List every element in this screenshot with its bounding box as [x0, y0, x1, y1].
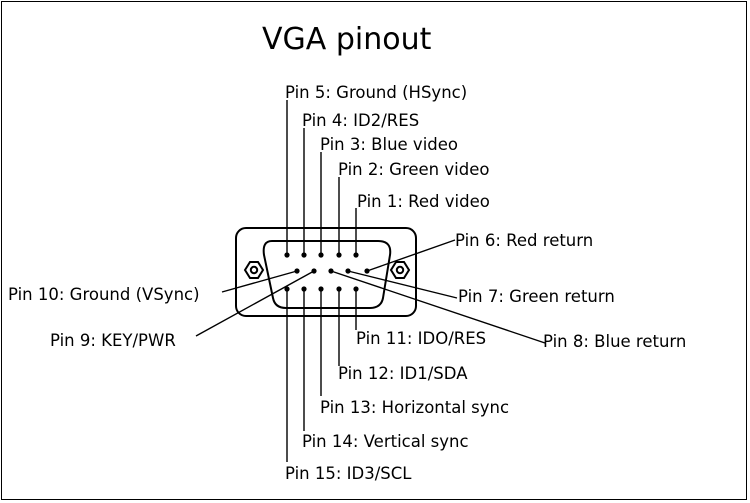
leader-pin8 — [330, 270, 546, 344]
label-pin12: Pin 12: ID1/SDA — [338, 364, 468, 383]
label-pin5: Pin 5: Ground (HSync) — [285, 83, 467, 102]
connector-d-sub-shroud — [262, 240, 392, 309]
label-pin11: Pin 11: IDO/RES — [356, 329, 486, 348]
label-pin6: Pin 6: Red return — [455, 231, 593, 250]
pin-dot-13 — [318, 286, 324, 292]
pin-dot-14 — [301, 286, 307, 292]
leader-pin9 — [195, 270, 315, 337]
pin-dot-11 — [353, 286, 359, 292]
label-pin1: Pin 1: Red video — [357, 192, 490, 211]
label-pin13: Pin 13: Horizontal sync — [320, 398, 509, 417]
label-pin15: Pin 15: ID3/SCL — [285, 464, 412, 483]
vga-connector — [235, 227, 417, 317]
pin-dot-4 — [301, 252, 307, 258]
pin-dot-5 — [284, 252, 290, 258]
right-screw-icon — [389, 261, 411, 279]
pin-dot-1 — [353, 252, 359, 258]
left-screw-icon — [243, 261, 265, 279]
leader-pin7 — [347, 270, 458, 299]
label-pin14: Pin 14: Vertical sync — [302, 432, 469, 451]
label-pin8: Pin 8: Blue return — [543, 332, 686, 351]
pin-dots — [284, 252, 370, 292]
pin-dot-7 — [345, 268, 351, 274]
label-pin2: Pin 2: Green video — [338, 160, 489, 179]
leader-lines — [195, 100, 546, 462]
label-pin10: Pin 10: Ground (VSync) — [8, 285, 200, 304]
pin-dot-2 — [336, 252, 342, 258]
leader-pin10 — [221, 270, 298, 293]
pin-dot-8 — [328, 268, 334, 274]
pin-labels: Pin 5: Ground (HSync) Pin 4: ID2/RES Pin… — [8, 83, 686, 483]
label-pin9: Pin 9: KEY/PWR — [50, 331, 176, 350]
diagram-title: VGA pinout — [262, 22, 432, 57]
connector-outer-shell — [235, 227, 417, 317]
label-pin4: Pin 4: ID2/RES — [302, 111, 419, 130]
pin-dot-6 — [364, 268, 370, 274]
leader-pin6 — [366, 239, 456, 272]
pin-dot-9 — [311, 268, 317, 274]
pin-dot-10 — [294, 268, 300, 274]
pin-dot-12 — [336, 286, 342, 292]
label-pin3: Pin 3: Blue video — [320, 135, 458, 154]
pin-dot-15 — [284, 286, 290, 292]
label-pin7: Pin 7: Green return — [458, 287, 615, 306]
pin-dot-3 — [318, 252, 324, 258]
